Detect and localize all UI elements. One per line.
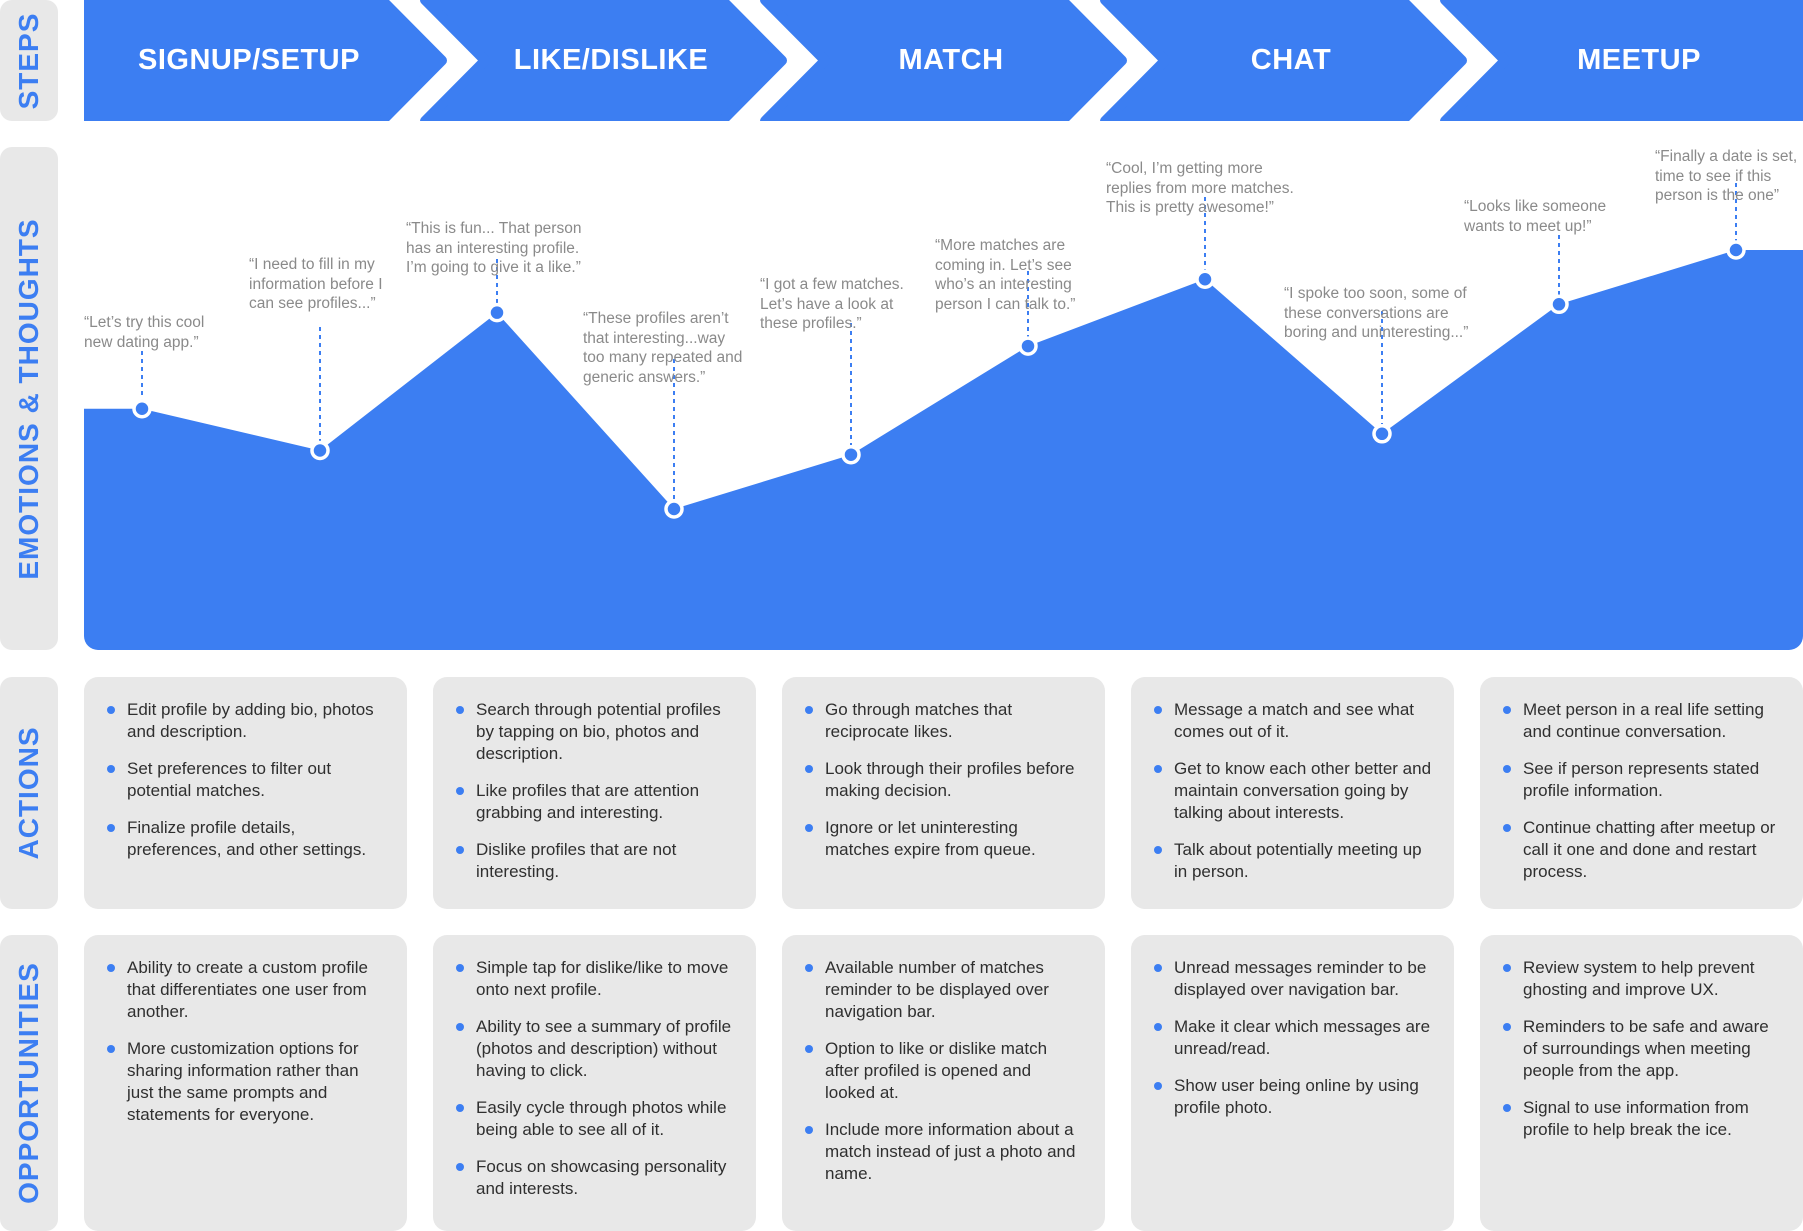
step-label-1: SIGNUP/SETUP: [138, 44, 360, 76]
action-item: Edit profile by adding bio, photos and d…: [106, 699, 385, 743]
step-label-5: MEETUP: [1577, 44, 1701, 76]
row-label-emotions: EMOTIONS & THOUGHTS: [0, 147, 58, 650]
row-label-opportunities: OPPORTUNITIES: [0, 935, 58, 1231]
emotion-point: [1195, 269, 1215, 289]
action-item: Search through potential profiles by tap…: [455, 699, 734, 765]
row-label-emotions-text: EMOTIONS & THOUGHTS: [13, 217, 44, 580]
emotion-quote: “I got a few matches. Let’s have a look …: [760, 276, 904, 332]
action-item: Set preferences to filter out potential …: [106, 758, 385, 802]
row-label-steps-text: STEPS: [13, 12, 44, 109]
action-item: Go through matches that reciprocate like…: [804, 699, 1083, 743]
emotion-quote: “Looks like someone wants to meet up!”: [1464, 198, 1607, 235]
step-chevron-1: [84, 0, 447, 121]
opportunity-list: Unread messages reminder to be displayed…: [1153, 957, 1432, 1119]
action-card-1: Edit profile by adding bio, photos and d…: [84, 677, 407, 909]
action-item: See if person represents stated profile …: [1502, 758, 1781, 802]
emotion-quote: “More matches are coming in. Let’s see w…: [935, 237, 1076, 313]
emotion-quote: “Cool, I’m getting more replies from mor…: [1106, 160, 1294, 216]
emotion-point: [132, 398, 152, 419]
emotion-quote: “Let’s try this cool new dating app.”: [84, 314, 205, 351]
action-list: Go through matches that reciprocate like…: [804, 699, 1083, 861]
action-card-3: Go through matches that reciprocate like…: [782, 677, 1105, 909]
action-item: Message a match and see what comes out o…: [1153, 699, 1432, 743]
row-label-steps: STEPS: [0, 0, 58, 121]
emotion-point: [310, 440, 330, 461]
action-item: Like profiles that are attention grabbin…: [455, 780, 734, 824]
opportunity-item: Signal to use information from profile t…: [1502, 1097, 1781, 1141]
opportunity-item: Make it clear which messages are unread/…: [1153, 1016, 1432, 1060]
emotion-quote: “I need to fill in my information before…: [249, 256, 383, 312]
emotion-quote: “I spoke too soon, some of these convers…: [1284, 285, 1469, 341]
emotion-curve: [84, 183, 1803, 650]
row-label-actions: ACTIONS: [0, 677, 58, 909]
step-label-2: LIKE/DISLIKE: [513, 44, 709, 76]
action-item: Ignore or let uninteresting matches expi…: [804, 817, 1083, 861]
emotion-point: [841, 444, 861, 465]
action-list: Edit profile by adding bio, photos and d…: [106, 699, 385, 861]
emotion-point: [1726, 240, 1746, 260]
emotion-point: [1549, 294, 1569, 315]
opportunity-card-5: Review system to help prevent ghosting a…: [1480, 935, 1803, 1231]
emotion-area: [84, 250, 1803, 650]
action-item: Get to know each other better and mainta…: [1153, 758, 1432, 824]
opportunity-list: Ability to create a custom profile that …: [106, 957, 385, 1126]
step-chevron-5: [1440, 0, 1803, 121]
opportunity-list: Review system to help prevent ghosting a…: [1502, 957, 1781, 1141]
action-list: Message a match and see what comes out o…: [1153, 699, 1432, 883]
opportunity-item: Option to like or dislike match after pr…: [804, 1038, 1083, 1104]
opportunity-card-4: Unread messages reminder to be displayed…: [1131, 935, 1454, 1231]
emotion-quote: “These profiles aren’t that interesting.…: [583, 310, 743, 386]
step-chevron-4: [1100, 0, 1467, 121]
opportunity-item: Available number of matches reminder to …: [804, 957, 1083, 1023]
action-card-2: Search through potential profiles by tap…: [433, 677, 756, 909]
opportunity-item: Review system to help prevent ghosting a…: [1502, 957, 1781, 1001]
opportunity-item: More customization options for sharing i…: [106, 1038, 385, 1126]
opportunity-item: Unread messages reminder to be displayed…: [1153, 957, 1432, 1001]
row-label-actions-text: ACTIONS: [13, 726, 44, 860]
action-item: Dislike profiles that are not interestin…: [455, 839, 734, 883]
opportunity-item: Ability to see a summary of profile (pho…: [455, 1016, 734, 1082]
steps-chevron-bar: [84, 0, 1803, 121]
action-item: Finalize profile details, preferences, a…: [106, 817, 385, 861]
action-list: Meet person in a real life setting and c…: [1502, 699, 1781, 883]
action-item: Continue chatting after meetup or call i…: [1502, 817, 1781, 883]
action-card-5: Meet person in a real life setting and c…: [1480, 677, 1803, 909]
emotion-point: [1018, 336, 1038, 356]
opportunity-list: Available number of matches reminder to …: [804, 957, 1083, 1185]
step-label-3: MATCH: [898, 44, 1004, 76]
action-item: Meet person in a real life setting and c…: [1502, 699, 1781, 743]
opportunity-item: Simple tap for dislike/like to move onto…: [455, 957, 734, 1001]
opportunity-item: Ability to create a custom profile that …: [106, 957, 385, 1023]
opportunity-card-3: Available number of matches reminder to …: [782, 935, 1105, 1231]
emotion-point: [1372, 424, 1392, 444]
action-item: Talk about potentially meeting up in per…: [1153, 839, 1432, 883]
opportunity-card-2: Simple tap for dislike/like to move onto…: [433, 935, 756, 1231]
emotion-point: [487, 302, 507, 323]
action-list: Search through potential profiles by tap…: [455, 699, 734, 883]
emotion-quote: “This is fun... That person has an inter…: [406, 220, 582, 276]
opportunity-item: Include more information about a match i…: [804, 1119, 1083, 1185]
opportunity-item: Reminders to be safe and aware of surrou…: [1502, 1016, 1781, 1082]
action-card-4: Message a match and see what comes out o…: [1131, 677, 1454, 909]
emotion-quote: “Finally a date is set, time to see if t…: [1655, 148, 1798, 204]
emotion-point: [664, 499, 684, 519]
opportunity-card-1: Ability to create a custom profile that …: [84, 935, 407, 1231]
step-chevron-3: [760, 0, 1127, 121]
step-chevron-2: [420, 0, 787, 121]
opportunity-item: Focus on showcasing personality and inte…: [455, 1156, 734, 1200]
row-label-opportunities-text: OPPORTUNITIES: [13, 962, 44, 1204]
opportunity-item: Show user being online by using profile …: [1153, 1075, 1432, 1119]
opportunity-list: Simple tap for dislike/like to move onto…: [455, 957, 734, 1200]
action-item: Look through their profiles before makin…: [804, 758, 1083, 802]
opportunity-item: Easily cycle through photos while being …: [455, 1097, 734, 1141]
step-label-4: CHAT: [1250, 44, 1332, 76]
